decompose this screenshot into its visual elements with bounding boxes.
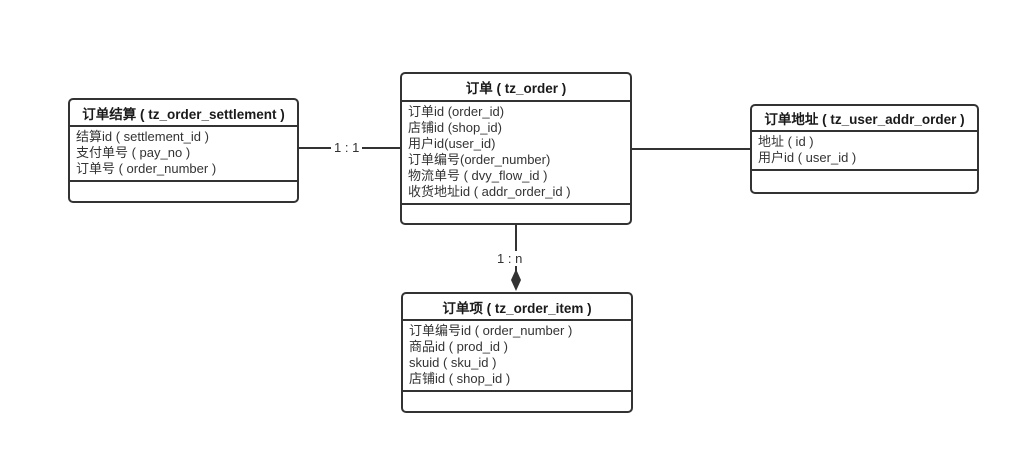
entity-footer-section [403, 392, 631, 411]
entity-field: 商品id ( prod_id ) [409, 339, 508, 354]
entity-footer-section [70, 182, 297, 201]
cardinality-label-one-to-n: 1 : n [494, 251, 526, 266]
entity-field: 用户id(user_id) [408, 136, 496, 151]
entity-field-list: 订单编号id ( order_number ) 商品id ( prod_id )… [403, 321, 631, 392]
entity-field-list: 订单id (order_id) 店铺id (shop_id) 用户id(user… [402, 102, 630, 205]
entity-tz-user-addr-order[interactable]: 订单地址 ( tz_user_addr_order ) 地址 ( id ) 用户… [750, 104, 979, 194]
entity-field: 订单编号(order_number) [408, 152, 551, 167]
diamond-arrowhead-icon [511, 269, 521, 291]
entity-title: 订单项 ( tz_order_item ) [403, 294, 631, 321]
entity-field: 店铺id ( shop_id ) [409, 371, 511, 386]
entity-tz-order[interactable]: 订单 ( tz_order ) 订单id (order_id) 店铺id (sh… [400, 72, 632, 225]
entity-tz-order-item[interactable]: 订单项 ( tz_order_item ) 订单编号id ( order_num… [401, 292, 633, 413]
entity-field: 地址 ( id ) [758, 134, 814, 149]
entity-field: 订单编号id ( order_number ) [409, 323, 573, 338]
entity-tz-order-settlement[interactable]: 订单结算 ( tz_order_settlement ) 结算id ( sett… [68, 98, 299, 203]
entity-field: 收货地址id ( addr_order_id ) [408, 184, 571, 199]
entity-field: 订单号 ( order_number ) [76, 161, 217, 176]
entity-title: 订单地址 ( tz_user_addr_order ) [752, 106, 977, 132]
entity-field: skuid ( sku_id ) [409, 355, 497, 370]
entity-title: 订单结算 ( tz_order_settlement ) [70, 100, 297, 127]
entity-field: 店铺id (shop_id) [408, 120, 502, 135]
entity-field-list: 结算id ( settlement_id ) 支付单号 ( pay_no ) 订… [70, 127, 297, 182]
entity-field: 结算id ( settlement_id ) [76, 129, 209, 144]
entity-footer-section [752, 171, 977, 192]
entity-field: 订单id (order_id) [408, 104, 505, 119]
entity-footer-section [402, 205, 630, 223]
cardinality-label-one-to-one: 1 : 1 [331, 140, 363, 155]
entity-field: 用户id ( user_id ) [758, 150, 857, 165]
connector-order-orderitem [515, 224, 517, 273]
entity-field: 物流单号 ( dvy_flow_id ) [408, 168, 548, 183]
connector-order-useraddr [631, 148, 751, 150]
entity-field: 支付单号 ( pay_no ) [76, 145, 191, 160]
entity-title: 订单 ( tz_order ) [402, 74, 630, 102]
entity-field-list: 地址 ( id ) 用户id ( user_id ) [752, 132, 977, 171]
